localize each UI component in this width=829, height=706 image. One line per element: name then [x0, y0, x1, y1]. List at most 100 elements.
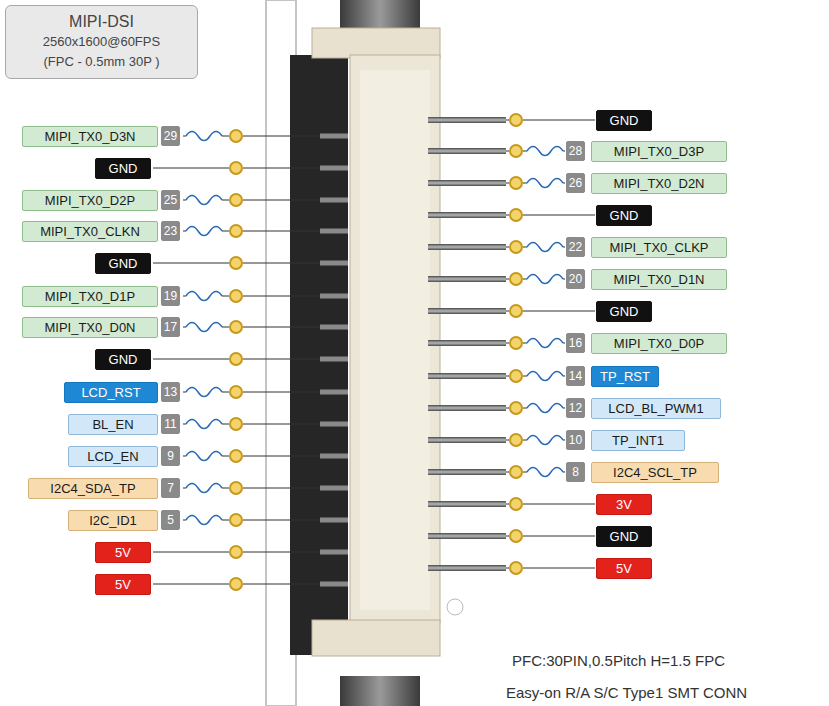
pad: [510, 209, 522, 221]
title-box: MIPI-DSI2560x1600@60FPS(FPC - 0.5mm 30P …: [5, 5, 198, 79]
control-label: LCD_BL_PWM1: [591, 398, 721, 419]
control-label: BL_EN: [68, 414, 158, 435]
lead-line: [153, 168, 229, 169]
label-text: 3V: [616, 497, 632, 512]
signal-squiggle: [186, 323, 222, 332]
lead-line: [222, 456, 229, 457]
lead-line: [523, 376, 527, 377]
contact: [320, 294, 348, 299]
label-text: 5V: [616, 561, 632, 576]
pin-wire: [428, 337, 565, 349]
lead-line: [243, 327, 320, 328]
label-text: MIPI_TX0_D0P: [614, 336, 704, 351]
contact: [428, 501, 506, 507]
lead-line: [243, 392, 320, 393]
signal-label: MIPI_TX0_D0P: [591, 333, 727, 354]
label-text: MIPI_TX0_D3N: [44, 129, 135, 144]
pad: [510, 114, 522, 126]
lead-line: [523, 472, 527, 473]
pad: [510, 466, 522, 478]
contact: [428, 276, 506, 282]
contact: [320, 261, 348, 266]
ground-label: GND: [95, 349, 151, 370]
signal-squiggle: [527, 436, 563, 445]
pad: [510, 305, 522, 317]
lead-line: [523, 311, 595, 312]
pad: [230, 546, 242, 558]
pin-number: 22: [566, 237, 585, 257]
pin-number: 23: [161, 221, 180, 241]
pin-wire: [428, 434, 565, 446]
lead-line: [563, 472, 565, 473]
pin-wire: [183, 450, 348, 462]
label-text: LCD_EN: [87, 449, 138, 464]
lead-line: [506, 408, 509, 409]
label-text: TP_RST: [600, 369, 650, 384]
pin-wire: [183, 418, 348, 430]
label-text: GND: [109, 161, 138, 176]
signal-squiggle: [186, 420, 222, 429]
housing-inner: [360, 70, 430, 610]
lead-line: [222, 296, 229, 297]
pad: [510, 273, 522, 285]
pin-number-text: 5: [167, 513, 174, 527]
lead-line: [563, 343, 565, 344]
contact: [428, 373, 506, 379]
pin-wire: [428, 241, 565, 253]
pad: [230, 130, 242, 142]
mount-hole: [447, 599, 463, 615]
lead-line: [506, 151, 509, 152]
signal-label: MIPI_TX0_D2P: [22, 190, 158, 211]
signal-label: MIPI_TX0_CLKN: [22, 221, 158, 242]
pin-wire: [153, 162, 348, 174]
pin-wire: [183, 482, 348, 494]
signal-squiggle: [186, 227, 222, 236]
lead-line: [563, 376, 565, 377]
lead-line: [563, 279, 565, 280]
pad: [230, 290, 242, 302]
pin-number: 8: [566, 462, 585, 482]
pad: [230, 482, 242, 494]
lead-line: [153, 584, 229, 585]
pad: [510, 145, 522, 157]
lead-line: [243, 136, 320, 137]
signal-squiggle: [186, 388, 222, 397]
pin-wire: [183, 290, 348, 302]
lead-line: [222, 200, 229, 201]
i2c-label: I2C_ID1: [68, 510, 158, 531]
pin-wire: [183, 225, 348, 237]
pin-number: 9: [161, 446, 180, 466]
label-text: MIPI_TX0_D1N: [613, 272, 704, 287]
lead-line: [153, 359, 229, 360]
lead-line: [243, 584, 320, 585]
label-text: MIPI_TX0_D2N: [613, 176, 704, 191]
pin-number: 28: [566, 141, 585, 161]
lead-line: [506, 279, 509, 280]
label-text: LCD_BL_PWM1: [608, 401, 703, 416]
pin-wire: [183, 321, 348, 333]
pin-number: 26: [566, 173, 585, 193]
pin-wire: [428, 530, 595, 542]
contact: [320, 550, 348, 555]
contact: [428, 244, 506, 250]
i2c-label: I2C4_SCL_TP: [591, 462, 719, 483]
pad: [230, 514, 242, 526]
pad: [510, 177, 522, 189]
pin-wire: [183, 130, 348, 142]
contact: [428, 437, 506, 443]
connector-note: Easy-on R/A S/C Type1 SMT CONN: [506, 684, 747, 701]
lead-line: [523, 568, 595, 569]
pad: [510, 337, 522, 349]
lead-line: [506, 536, 509, 537]
i2c-label: I2C4_SDA_TP: [28, 478, 158, 499]
signal-label: MIPI_TX0_CLKP: [591, 237, 727, 258]
label-text: GND: [109, 256, 138, 271]
label-text: GND: [610, 208, 639, 223]
pin-wire: [428, 145, 565, 157]
pad: [230, 162, 242, 174]
pin-number: 19: [161, 286, 180, 306]
signal-squiggle: [186, 292, 222, 301]
pin-number: 12: [566, 398, 585, 418]
pin-wire: [428, 273, 565, 285]
contact: [320, 198, 348, 203]
